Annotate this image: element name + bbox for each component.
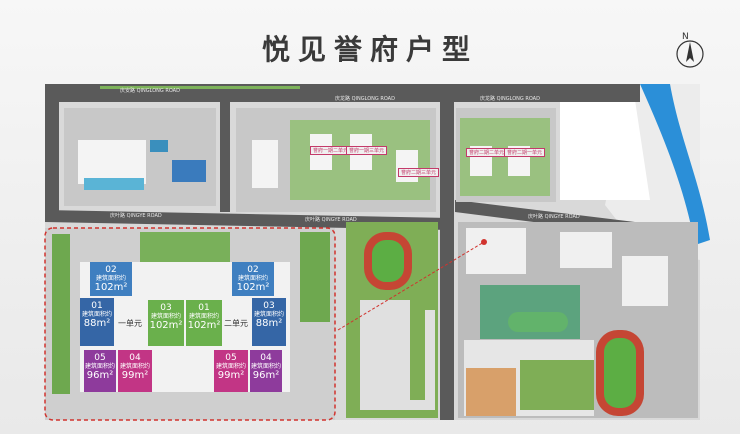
unit-01-center[interactable]: 01 建筑面积约 102m² bbox=[186, 300, 222, 346]
unit-title: 建筑面积约 bbox=[119, 362, 150, 370]
unit-03-center[interactable]: 03 建筑面积约 102m² bbox=[148, 300, 184, 346]
road-label-top-mid: 庆龙路 QINGLONG ROAD bbox=[335, 96, 395, 102]
right-block-bldg-2 bbox=[560, 232, 612, 268]
river bbox=[640, 84, 710, 245]
unit-04-left[interactable]: 04 建筑面积约 99m² bbox=[118, 350, 152, 392]
left-vertical-road bbox=[45, 100, 59, 220]
unit-area: 88m² bbox=[83, 318, 111, 330]
section-label-unit-1: 一单元 bbox=[118, 319, 142, 328]
road-label-top-left: 庆安路 QINGLONG ROAD bbox=[120, 88, 180, 94]
unit-area: 99m² bbox=[217, 370, 245, 382]
unit-area: 96m² bbox=[86, 370, 114, 382]
section-label-unit-2: 二单元 bbox=[224, 319, 248, 328]
unit-title: 建筑面积约 bbox=[188, 312, 219, 320]
road-label-middle-right: 庆叶路 QINGYE ROAD bbox=[528, 214, 580, 220]
connector-line bbox=[337, 241, 485, 331]
unit-01-left[interactable]: 01 建筑面积约 88m² bbox=[80, 298, 114, 346]
unit-area: 96m² bbox=[252, 370, 280, 382]
highlight-border bbox=[44, 227, 336, 421]
track-1-field bbox=[372, 240, 404, 282]
block-top-2-bldg-c bbox=[396, 150, 418, 182]
building-tag: 誉府二期一单元 bbox=[504, 148, 546, 157]
unit-number: 04 bbox=[260, 353, 272, 363]
unit-05-right[interactable]: 05 建筑面积约 99m² bbox=[214, 350, 248, 392]
unit-title: 建筑面积约 bbox=[253, 310, 284, 318]
right-block-pool bbox=[508, 312, 568, 332]
compass-icon bbox=[676, 40, 704, 68]
connector-dot bbox=[481, 239, 487, 245]
unit-04-right[interactable]: 04 建筑面积约 96m² bbox=[250, 350, 282, 392]
unit-02-right[interactable]: 02 建筑面积约 102m² bbox=[232, 262, 274, 296]
center-vertical-road bbox=[440, 102, 454, 420]
track-2-field bbox=[604, 338, 636, 408]
compass-north-label: N bbox=[682, 32, 689, 42]
road-label-middle-left: 庆叶路 QINGYE ROAD bbox=[110, 213, 162, 219]
page-title: 悦见誉府户型 bbox=[261, 33, 478, 66]
unit-number: 04 bbox=[129, 353, 141, 363]
building-tag: 誉府一期三单元 bbox=[346, 146, 388, 155]
unit-number: 01 bbox=[198, 303, 210, 313]
unit-number: 03 bbox=[263, 301, 275, 311]
right-block-bldg bbox=[466, 228, 526, 274]
unit-number: 05 bbox=[94, 353, 106, 363]
unit-area: 102m² bbox=[236, 282, 270, 294]
unit-area: 102m² bbox=[94, 282, 128, 294]
unit-area: 102m² bbox=[187, 320, 221, 332]
right-block-sand bbox=[466, 368, 516, 416]
unit-area: 99m² bbox=[121, 370, 149, 382]
right-block-lower-green bbox=[520, 360, 594, 410]
right-blank bbox=[560, 100, 650, 200]
road-label-middle-mid: 庆叶路 QINGYE ROAD bbox=[305, 217, 357, 223]
highlight-green-left bbox=[52, 234, 70, 394]
unit-05-left[interactable]: 05 建筑面积约 96m² bbox=[84, 350, 116, 392]
unit-number: 02 bbox=[247, 265, 259, 275]
gap-road-1 bbox=[220, 102, 230, 212]
unit-title: 建筑面积约 bbox=[250, 362, 281, 370]
unit-area: 88m² bbox=[255, 318, 283, 330]
unit-title: 建筑面积约 bbox=[237, 274, 268, 282]
unit-02-left[interactable]: 02 建筑面积约 102m² bbox=[90, 262, 132, 296]
unit-title: 建筑面积约 bbox=[215, 362, 246, 370]
building-tag: 誉府二期三单元 bbox=[398, 168, 440, 177]
unit-number: 02 bbox=[105, 265, 117, 275]
unit-area: 102m² bbox=[149, 320, 183, 332]
right-block-bldg-3 bbox=[622, 256, 668, 306]
unit-number: 01 bbox=[91, 301, 103, 311]
unit-title: 建筑面积约 bbox=[150, 312, 181, 320]
building-tag: 誉府二期二单元 bbox=[466, 148, 508, 157]
top-road-green bbox=[100, 86, 300, 89]
block-top-1-building bbox=[78, 140, 146, 184]
highlight-green-right bbox=[300, 232, 330, 322]
block-top-1-pool bbox=[84, 178, 144, 190]
school-inner bbox=[360, 300, 435, 410]
unit-title: 建筑面积约 bbox=[95, 274, 126, 282]
unit-03-right[interactable]: 03 建筑面积约 88m² bbox=[252, 298, 286, 346]
unit-number: 03 bbox=[160, 303, 172, 313]
unit-number: 05 bbox=[225, 353, 237, 363]
road-label-top-right: 庆龙路 QINGLONG ROAD bbox=[480, 96, 540, 102]
unit-title: 建筑面积约 bbox=[84, 362, 115, 370]
block-top-1-court bbox=[172, 160, 206, 182]
unit-title: 建筑面积约 bbox=[81, 310, 112, 318]
block-top-2-bldg bbox=[252, 140, 278, 188]
building-tag: 誉府一期二单元 bbox=[310, 146, 352, 155]
block-top-1-court-2 bbox=[150, 140, 168, 152]
